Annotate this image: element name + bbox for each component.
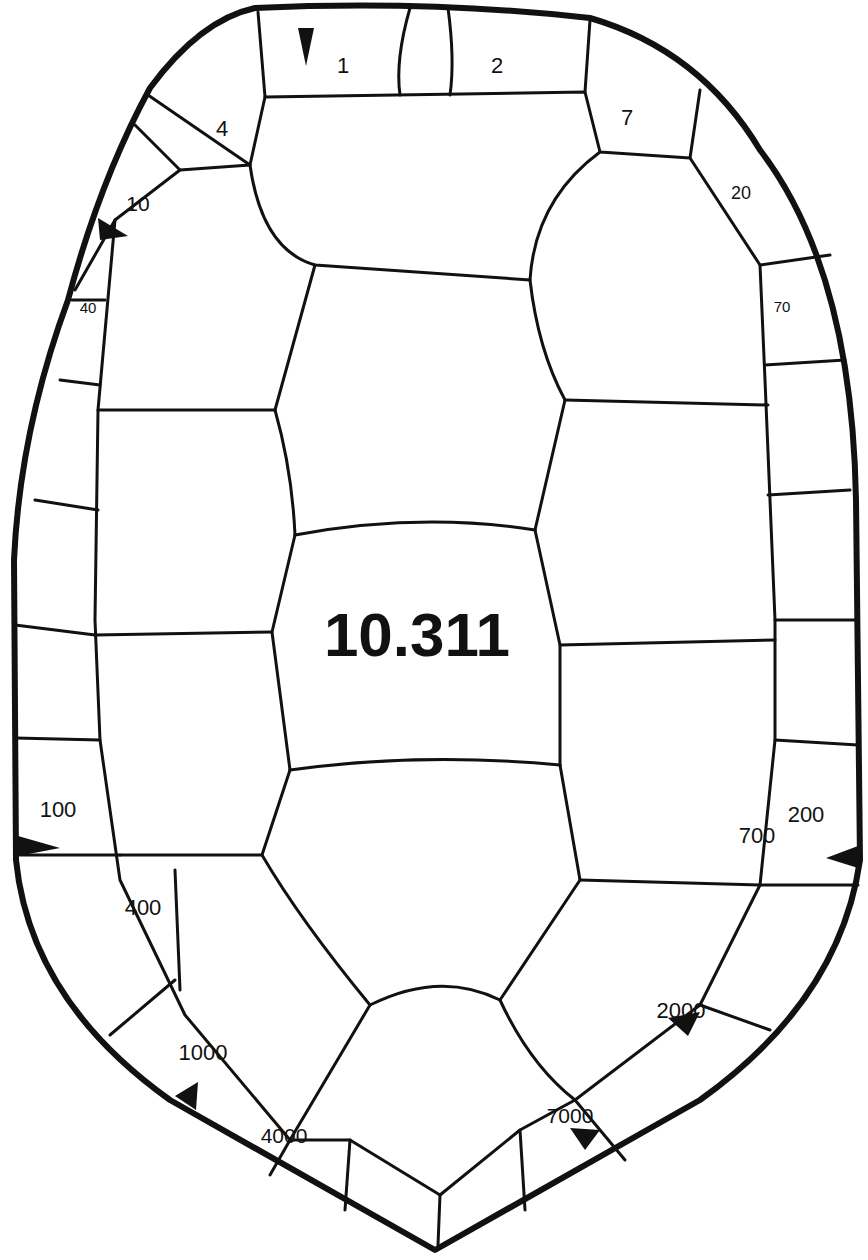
marginal-ring <box>95 92 775 1195</box>
marginal-number: 4 <box>216 118 228 140</box>
marginal-number: 20 <box>731 184 751 202</box>
marginal-number: 2000 <box>657 1000 706 1022</box>
marginal-number: 4000 <box>261 1125 308 1146</box>
marginal-number: 400 <box>125 897 162 919</box>
marginal-dividers <box>15 8 858 1245</box>
marginal-number: 10 <box>126 193 149 214</box>
marginal-number: 7000 <box>547 1105 594 1126</box>
shell-code: 10.311 <box>324 604 510 666</box>
marginal-number: 700 <box>739 825 776 847</box>
scute-seams <box>95 152 775 1140</box>
marginal-number: 200 <box>788 804 825 826</box>
marginal-number: 1000 <box>179 1042 228 1064</box>
marginal-number: 1 <box>337 55 349 77</box>
marginal-number: 2 <box>491 55 503 77</box>
marginal-number: 7 <box>621 107 633 129</box>
shell-outline <box>14 6 860 1250</box>
marginal-number: 100 <box>40 799 77 821</box>
notch-markers <box>18 28 858 1150</box>
marginal-number: 40 <box>80 300 97 315</box>
marginal-number: 70 <box>774 299 791 314</box>
